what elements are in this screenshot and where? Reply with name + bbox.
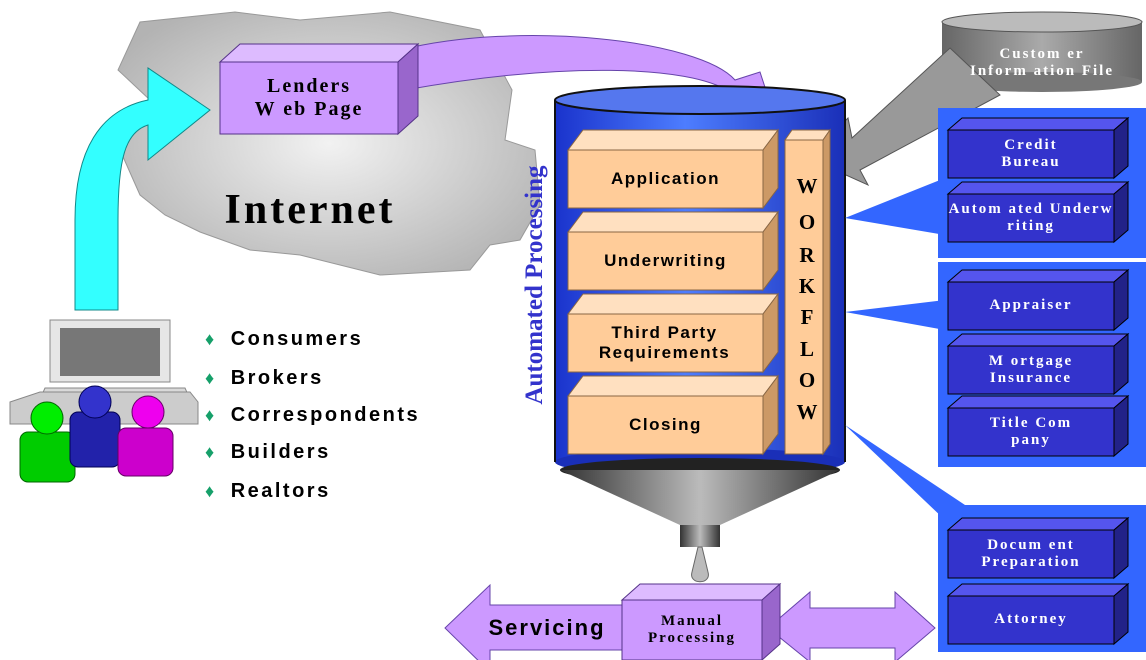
workflow-letter-r: R xyxy=(799,243,815,267)
connector-group2 xyxy=(845,300,945,330)
connector-group3 xyxy=(845,425,1145,520)
workflow-letter-o: O xyxy=(798,210,816,234)
service-automated-underwriting: Autom ated Underw riting xyxy=(948,200,1114,234)
stage-closing: Closing xyxy=(629,415,702,435)
workflow-letter-l: L xyxy=(799,337,814,361)
internet-access-arrow xyxy=(74,67,211,311)
service-attorney: Attorney xyxy=(994,611,1068,628)
service-credit-bureau: Credit Bureau xyxy=(1001,136,1061,170)
service-mortgage-insurance: M ortgage Insurance xyxy=(988,352,1074,386)
manual-processing-box xyxy=(620,582,782,660)
service-title-company: Title Com pany xyxy=(989,414,1073,448)
audience-label: Brokers xyxy=(230,367,324,389)
stage-underwriting: Underwriting xyxy=(604,251,727,271)
service-appraiser: Appraiser xyxy=(989,297,1073,314)
audience-realtors: ♦ Realtors xyxy=(205,480,331,503)
workflow-letter-k: K xyxy=(798,274,816,298)
automated-processing-label: Automated Processing xyxy=(521,165,548,405)
lenders-web-page-box xyxy=(218,42,420,136)
diamond-bullet-icon: ♦ xyxy=(205,329,217,349)
diamond-bullet-icon: ♦ xyxy=(205,368,217,388)
diamond-bullet-icon: ♦ xyxy=(205,405,217,425)
workflow-letter-w: W xyxy=(796,174,818,198)
cif-line1: Custom er xyxy=(999,45,1085,62)
audience-correspondents: ♦ Correspondents xyxy=(205,404,420,427)
diamond-bullet-icon: ♦ xyxy=(205,481,217,501)
connector-group1 xyxy=(845,178,945,235)
audience-label: Realtors xyxy=(230,480,331,502)
manual-attorney-arrow xyxy=(767,590,936,660)
cif-label: Custom er Inform ation File xyxy=(942,34,1142,92)
servicing-label: Servicing xyxy=(488,615,606,641)
stage-third-party: Third Party Requirements xyxy=(598,323,731,362)
service-document-preparation: Docum ent Preparation xyxy=(981,536,1081,570)
audience-label: Correspondents xyxy=(230,404,421,426)
manual-line2: Processing xyxy=(647,630,737,646)
audience-label: Consumers xyxy=(230,328,364,350)
users-illustration xyxy=(9,319,199,483)
audience-builders: ♦ Builders xyxy=(205,441,331,464)
service-boxes xyxy=(946,116,1130,646)
stage-boxes xyxy=(567,128,779,456)
cif-line2: Inform ation File xyxy=(970,63,1114,79)
web-page-label: Lenders W eb Page xyxy=(220,62,398,134)
workflow-letter-o2: O xyxy=(798,368,816,392)
internet-label: Internet xyxy=(224,186,396,233)
workflow-column xyxy=(784,128,831,456)
diamond-bullet-icon: ♦ xyxy=(205,442,217,462)
web-page-line2: W eb Page xyxy=(254,98,364,120)
web-page-line1: Lenders xyxy=(267,75,351,97)
audience-label: Builders xyxy=(230,441,331,463)
manual-line1: Manual xyxy=(660,612,723,629)
audience-brokers: ♦ Brokers xyxy=(205,367,324,390)
audience-consumers: ♦ Consumers xyxy=(205,328,363,351)
workflow-letter-w2: W xyxy=(796,400,818,424)
manual-processing-label: Manual Processing xyxy=(622,600,762,660)
stage-application: Application xyxy=(610,169,721,189)
funnel xyxy=(560,458,840,583)
workflow-letter-f: F xyxy=(800,305,814,329)
